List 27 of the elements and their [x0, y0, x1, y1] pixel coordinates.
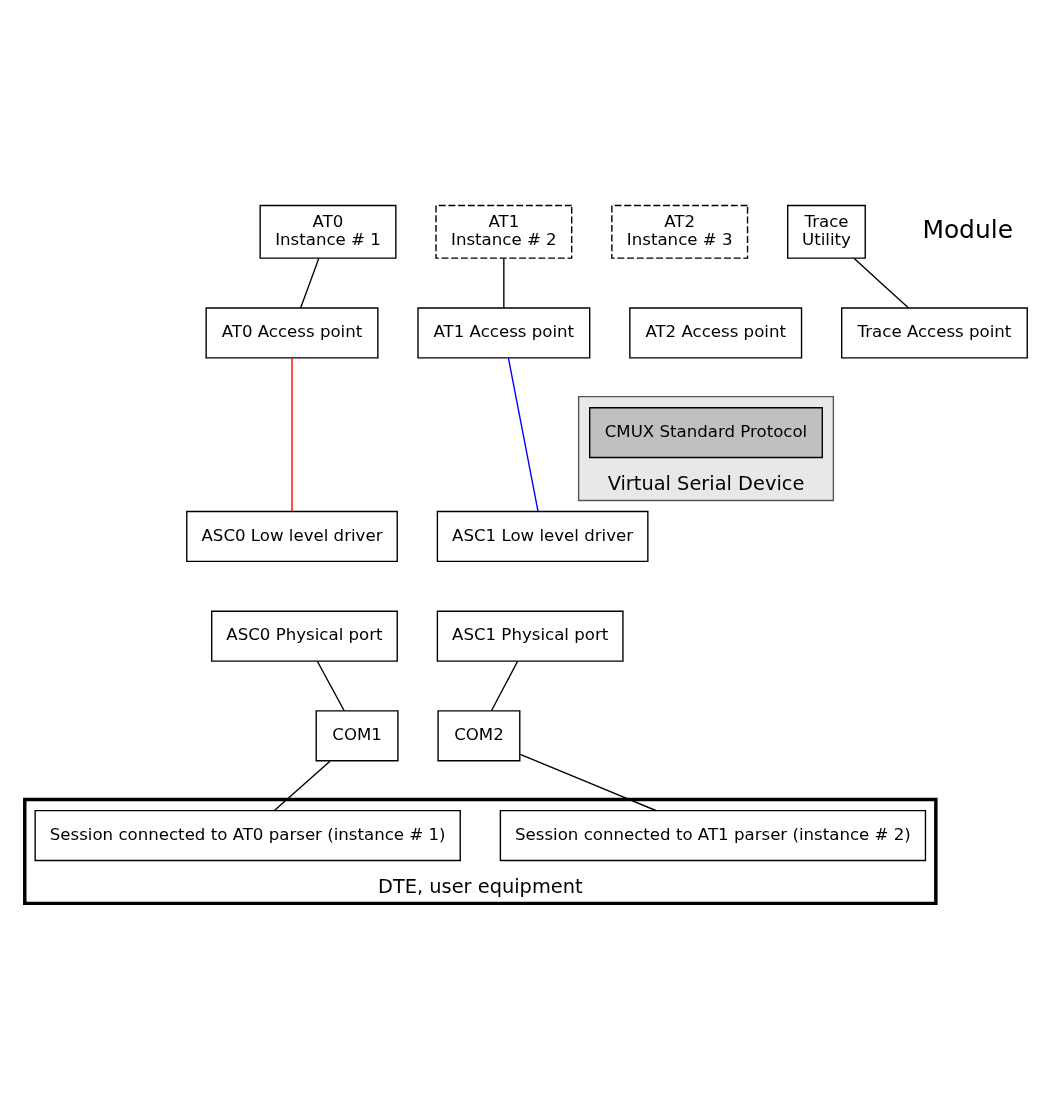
connector: [299, 257, 320, 309]
node-box: ASC0 Physical port: [211, 610, 398, 662]
node-box: COM1: [315, 710, 399, 762]
connector: [853, 257, 910, 309]
node-box: COM2: [437, 710, 521, 762]
connector: [519, 753, 657, 812]
node-box: AT0 Instance # 1: [259, 204, 397, 259]
connector: [291, 357, 293, 512]
connector: [507, 357, 539, 512]
connector: [273, 760, 331, 812]
node-box: AT2 Access point: [629, 307, 803, 359]
node-box: AT2 Instance # 3: [611, 204, 749, 259]
connector: [490, 660, 519, 712]
node-box: Trace Access point: [841, 307, 1028, 359]
node-box: Trace Utility: [787, 204, 866, 259]
node-box: ASC1 Low level driver: [436, 510, 649, 563]
node-box: Session connected to AT1 parser (instance # 2): [499, 809, 927, 862]
connector: [316, 660, 345, 712]
node-box: AT1 Access point: [417, 307, 591, 359]
node-box: ASC1 Physical port: [436, 610, 624, 662]
node-box: Session connected to AT0 parser (instance # 1): [34, 809, 461, 862]
node-box: ASC0 Low level driver: [186, 510, 398, 563]
label: Module: [922, 214, 1013, 244]
node-box: AT0 Access point: [205, 307, 379, 359]
node-box: CMUX Standard Protocol: [589, 407, 823, 459]
node-box: AT1 Instance # 2: [435, 204, 573, 259]
connector: [503, 257, 505, 309]
